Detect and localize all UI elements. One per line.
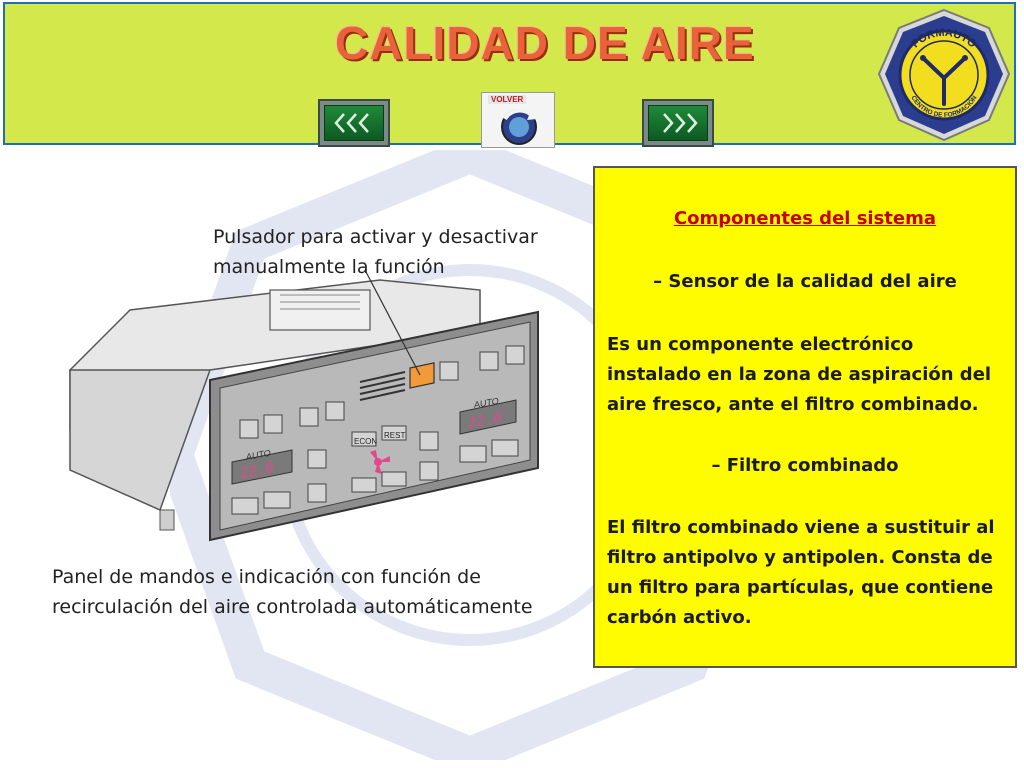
back-label: VOLVER xyxy=(488,95,527,104)
sensor-line: instalado en la zona de aspiración del xyxy=(607,364,992,385)
rest-button-label: REST xyxy=(384,431,405,440)
page-title: CALIDAD DE AIRE xyxy=(335,17,755,69)
sensor-line: aire fresco, ante el filtro combinado. xyxy=(607,394,979,415)
caption-line-1: Panel de mandos e indicación con función… xyxy=(52,566,481,588)
info-panel: Componentes del sistema – Sensor de la c… xyxy=(593,166,1017,668)
callout-top-line-1: Pulsador para activar y desactivar xyxy=(213,226,538,248)
filter-line: filtro antipolvo y antipolen. Consta de xyxy=(607,547,993,568)
climate-control-panel-illustration: 22.0 AUTO 22.0 AUTO ECON REST xyxy=(69,269,539,542)
sensor-line: Es un componente electrónico xyxy=(607,334,914,355)
sensor-title: – Sensor de la calidad del aire xyxy=(653,271,957,292)
button-callout: Pulsador para activar y desactivar manua… xyxy=(213,222,538,282)
return-arrow-icon xyxy=(501,108,537,145)
right-auto-label: AUTO xyxy=(474,396,499,410)
filter-line: carbón activo. xyxy=(607,607,752,628)
left-auto-label: AUTO xyxy=(246,448,271,462)
econ-button-label: ECON xyxy=(354,437,377,446)
filter-title: – Filtro combinado xyxy=(711,455,899,476)
filter-description: El filtro combinado viene a sustituir al… xyxy=(607,513,1007,633)
triple-chevron-left-icon xyxy=(334,113,369,133)
left-temp-display: 22.0 xyxy=(240,460,274,482)
formauto-logo: FORMAUTO CENTRO DE FORMACIÓN xyxy=(877,8,1011,142)
triple-chevron-right-icon xyxy=(663,113,698,133)
info-heading: Componentes del sistema xyxy=(673,208,937,229)
right-temp-display: 22.0 xyxy=(468,410,502,432)
sensor-description: Es un componente electrónico instalado e… xyxy=(607,330,1007,420)
panel-caption: Panel de mandos e indicación con función… xyxy=(52,562,533,622)
caption-line-2: recirculación del aire controlada automá… xyxy=(52,596,533,618)
previous-button[interactable] xyxy=(318,99,390,147)
callout-top-line-2: manualmente la función xyxy=(213,256,445,278)
back-button[interactable]: VOLVER xyxy=(481,92,555,148)
filter-line: El filtro combinado viene a sustituir al xyxy=(607,517,995,538)
filter-line: un filtro para partículas, que contiene xyxy=(607,577,994,598)
next-button[interactable] xyxy=(642,99,714,147)
header-banner: CALIDAD DE AIRE VOLVER xyxy=(3,2,1016,148)
